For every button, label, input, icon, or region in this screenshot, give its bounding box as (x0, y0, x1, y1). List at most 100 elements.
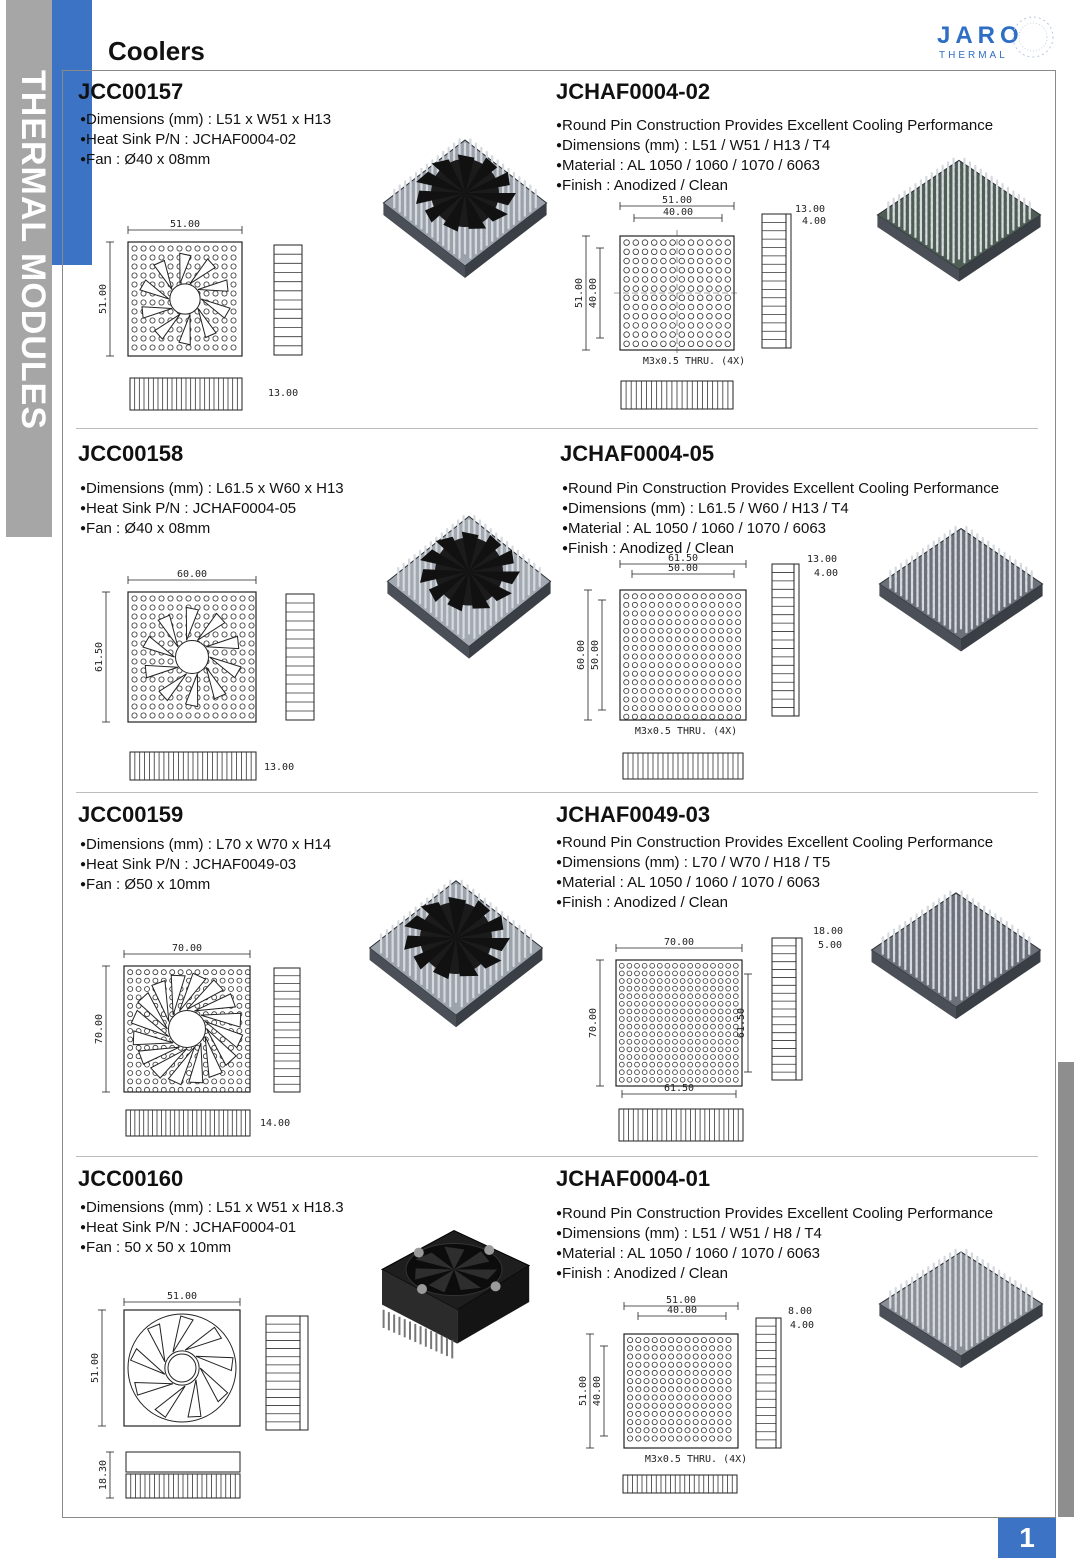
dimension-label: 60.00 (177, 569, 207, 580)
fan-blade (465, 193, 516, 206)
cooler-front-view: 13.00 (129, 751, 294, 781)
spec-item: Fan : Ø50 x 10mm (80, 876, 331, 896)
cooler-3d-render (382, 138, 548, 278)
fan-blade (469, 549, 514, 572)
right-edge-bar (1058, 1062, 1074, 1517)
fan-blade (465, 171, 510, 193)
spec-item: Material : AL 1050 / 1060 / 1070 / 6063 (562, 520, 999, 540)
spec-item: Fan : 50 x 50 x 10mm (80, 1239, 344, 1259)
heatsink-side-view: 18.00 5.00 (771, 926, 843, 1081)
heatsink-title: JCHAF0004-01 (556, 1166, 711, 1191)
fan-blade (416, 171, 465, 193)
fan-blade (454, 1251, 490, 1270)
spec-item: Finish : Anodized / Clean (556, 177, 993, 197)
fan-hub (167, 1353, 197, 1383)
logo-swirl-icon (1012, 16, 1054, 58)
dimension-label: M3x0.5 THRU. (4X) (635, 726, 737, 737)
fan-blade (404, 935, 456, 950)
heatsink-side-view: 8.004.00 (755, 1306, 814, 1449)
heatsink-side (961, 1304, 1043, 1369)
spec-item: Dimensions (mm) : L61.5 / W60 / H13 / T4 (562, 500, 999, 520)
heatsink-side (956, 950, 1041, 1020)
dimension-label: 51.00 (170, 219, 200, 230)
dimension-label: 40.00 (667, 1305, 697, 1316)
dimension-label: M3x0.5 THRU. (4X) (645, 1454, 747, 1465)
dimension-label: 13.00 (807, 554, 837, 565)
dimension-label: 60.00 (576, 640, 587, 670)
dimension-label: 61.50 (664, 1083, 694, 1094)
heatsink-side (877, 215, 959, 282)
fan-blade (443, 193, 465, 232)
fan-blade (415, 1252, 454, 1270)
spec-item: Dimensions (mm) : L70 / W70 / H18 / T5 (556, 854, 993, 874)
cooler-title: JCC00158 (78, 441, 184, 466)
dimension-label: 50.00 (590, 640, 601, 670)
heatsink-specs: Round Pin Construction Provides Excellen… (556, 834, 993, 914)
content-frame (62, 70, 1056, 1518)
dimension-label: 18.00 (813, 926, 843, 937)
spec-item: Finish : Anodized / Clean (556, 894, 993, 914)
heatsink-title: JCHAF0004-05 (560, 441, 715, 466)
dimension-label: 5.00 (818, 940, 842, 951)
heatsink-side (959, 215, 1041, 282)
fan-blade (424, 193, 465, 223)
dimension-label: 13.00 (795, 204, 825, 215)
dimension-label: 70.00 (588, 1008, 599, 1038)
screw (417, 1284, 427, 1294)
cooler-side-view (285, 593, 315, 721)
fan-blade (447, 571, 469, 612)
fan-housing-side (299, 1315, 309, 1431)
fan-blade (461, 531, 479, 572)
cooler-specs: Dimensions (mm) : L51 x W51 x H13 Heat S… (80, 111, 331, 171)
section-divider (76, 1156, 1038, 1157)
dimension-label: 51.00 (666, 1295, 696, 1306)
spec-item: Round Pin Construction Provides Excellen… (556, 1205, 993, 1225)
side-tab (6, 0, 52, 537)
dimension-label: 61.50 (668, 553, 698, 564)
heatsink-3d-render (870, 890, 1042, 1020)
spec-item: Dimensions (mm) : L51 x W51 x H18.3 (80, 1199, 344, 1219)
dimension-label: 51.00 (90, 1353, 101, 1383)
fan-blade (465, 193, 487, 229)
screw (484, 1245, 495, 1255)
fan-blade (454, 1269, 498, 1280)
dimension-label: 51.00 (578, 1376, 589, 1406)
fan-blade (448, 896, 466, 938)
heatsink-side (879, 1304, 961, 1369)
cooler-3d-render (386, 514, 552, 659)
fan-blade (456, 938, 502, 969)
cooler-title: JCC00157 (78, 79, 184, 104)
heatsink-side (469, 581, 551, 659)
dimension-label: 8.00 (788, 1306, 812, 1317)
fan-blade (456, 938, 510, 952)
cooler-specs: Dimensions (mm) : L51 x W51 x H18.3 Heat… (80, 1199, 344, 1259)
heatsink-side (387, 581, 469, 659)
spec-item: Dimensions (mm) : L51 / W51 / H13 / T4 (556, 137, 993, 157)
dimension-label: 13.00 (264, 762, 294, 773)
fan-blade (456, 900, 491, 938)
cooler-front-view: 18.30 (98, 1451, 241, 1499)
spec-item: Finish : Anodized / Clean (556, 1265, 993, 1285)
cooler-side-view (265, 1315, 309, 1431)
fan-blade (415, 1268, 454, 1280)
fan-blade (413, 938, 456, 970)
heatsink-3d-render (876, 157, 1042, 282)
heatsink-side-view: 13.004.00 (771, 554, 838, 717)
heatsink-specs: Round Pin Construction Provides Excellen… (556, 1205, 993, 1285)
spec-item: Heat Sink P/N : JCHAF0004-01 (80, 1219, 344, 1239)
dimension-label: 40.00 (663, 207, 693, 218)
fan-blade (469, 571, 512, 602)
fan-blade (416, 190, 465, 204)
dimension-label: 40.00 (588, 278, 599, 308)
screw (413, 1247, 424, 1258)
fan-blade (428, 571, 469, 602)
dimension-label: 70.00 (94, 1014, 105, 1044)
spec-item: Heat Sink P/N : JCHAF0004-02 (80, 131, 331, 151)
base-plate (785, 213, 792, 349)
fan-blade (457, 154, 475, 193)
section-divider (76, 428, 1038, 429)
